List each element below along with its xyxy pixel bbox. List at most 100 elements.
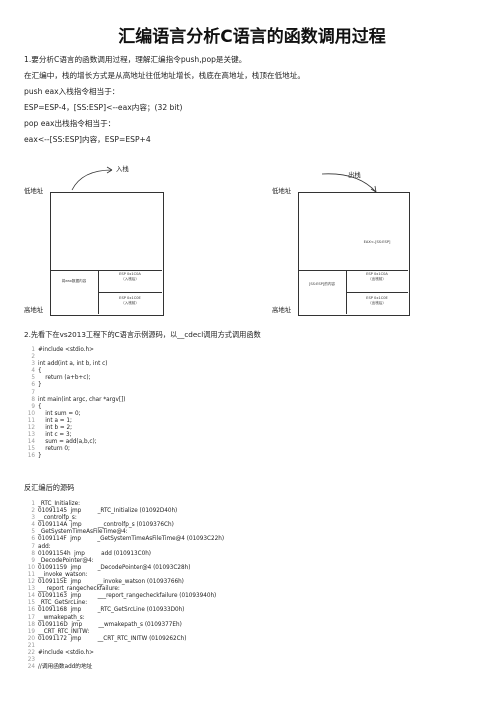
- page-title: 汇编语言分析C语言的函数调用过程: [118, 27, 386, 47]
- line-number: 1: [31, 347, 35, 353]
- line-number: 6: [31, 536, 35, 543]
- code-text: 0109115E jmp __invoke_watson (01093766h): [38, 579, 184, 586]
- line-number: 20: [27, 635, 35, 642]
- push-arrow-label: 入栈: [116, 165, 129, 173]
- intro-line-4: ESP=ESP-4，[SS:ESP]<--eax内容；(32 bit): [24, 103, 183, 112]
- line-number: 9: [31, 557, 35, 564]
- code-text: 01091145 jmp _RTC_Initialize (01092D40h): [38, 508, 178, 515]
- push-divider-low: [98, 292, 162, 293]
- code-line: 19__CRT_RTC_INITW:: [24, 629, 224, 636]
- line-number: 17: [27, 614, 35, 621]
- code-line: 14 sum = add(a,b,c);: [24, 439, 126, 446]
- push-stack-box: [50, 192, 164, 316]
- code-text: //调用函数add的地址: [38, 664, 93, 671]
- line-number: 4: [31, 368, 35, 375]
- line-number: 5: [31, 529, 35, 536]
- intro-line-2: 在汇编中，栈的增长方式是从高地址往低地址增长，栈底在高地址，栈顶在低地址。: [24, 71, 305, 80]
- pop-arrow-label: 出栈: [348, 171, 361, 179]
- code-text: 0109116D jmp __wmakepath_s (0109377Eh): [38, 621, 182, 628]
- intro-line-6: eax<--[SS:ESP]内容，ESP=ESP+4: [24, 135, 151, 144]
- code-line: 10 int sum = 0;: [24, 411, 126, 418]
- code-text: return (a+b+c);: [38, 375, 91, 382]
- push-diagram: 低地址 高地址 入栈 将eax数据内容 ESP 0x1C0A （入栈后） ESP…: [24, 160, 244, 320]
- code-text: int a = 1;: [38, 417, 72, 424]
- pop-low-address-label: 低地址: [272, 187, 292, 195]
- code-line: 15_RTC_GetSrcLine:: [24, 600, 224, 607]
- code-line: 17__wmakepath_s:: [24, 615, 224, 622]
- line-number: 7: [31, 543, 35, 550]
- push-high-address-label: 高地址: [24, 306, 44, 314]
- line-number: 12: [27, 425, 35, 432]
- line-number: 10: [27, 564, 35, 571]
- line-number: 14: [27, 439, 35, 446]
- code-line: 22#include <stdio.h>: [24, 650, 224, 657]
- line-number: 4: [31, 522, 35, 529]
- line-number: 16: [27, 453, 35, 460]
- code-text: _RTC_GetSrcLine:: [38, 600, 88, 607]
- code-text: 01091168 jmp _RTC_GetSrcLine (010933D0h): [38, 607, 185, 614]
- code-text: add:: [38, 543, 51, 550]
- code-line: 4{: [24, 368, 126, 375]
- code-line: 13 int c = 3;: [24, 432, 126, 439]
- pop-stack-box: [298, 192, 410, 316]
- code-line: 13___report_rangecheckfailure:: [24, 586, 224, 593]
- pop-diagram: 低地址 高地址 出栈 EAX<-[SS:ESP] [SS:ESP]的内容 ESP…: [262, 160, 482, 320]
- line-number: 22: [27, 649, 35, 656]
- push-low-address-label: 低地址: [24, 187, 44, 195]
- section-2-heading: 2.先看下在vs2013工程下的C语言示例源码，以__cdecl调用方式调用函数: [24, 330, 261, 339]
- line-number: 18: [27, 621, 35, 628]
- push-arrow-icon: [71, 166, 113, 191]
- code-line: 24//调用函数add的地址: [24, 664, 224, 671]
- code-line: 5 return (a+b+c);: [24, 375, 126, 382]
- code-line: 11__invoke_watson:: [24, 572, 224, 579]
- line-number: 8: [31, 396, 35, 403]
- pop-esp-old: ESP 0x1C0A （出栈前）: [366, 272, 388, 281]
- section-3-heading: 反汇编后的源码: [24, 483, 75, 492]
- line-number: 8: [31, 550, 35, 557]
- code-line: 9_DecodePointer@4:: [24, 558, 224, 565]
- code-text: _DecodePointer@4:: [38, 557, 94, 564]
- code-text: return 0;: [38, 446, 70, 453]
- code-line: 2: [24, 354, 126, 361]
- code-line: 6}: [24, 382, 126, 389]
- line-number: 6: [31, 382, 35, 389]
- code-line: 12 int b = 2;: [24, 425, 126, 432]
- pop-arrow-icon: [321, 173, 377, 193]
- line-number: 14: [27, 593, 35, 600]
- code-line: 21: [24, 643, 224, 650]
- line-number: 10: [27, 410, 35, 417]
- code-line: 5_GetSystemTimeAsFileTime@4:: [24, 529, 224, 536]
- code-text: }: [38, 453, 42, 460]
- code-line: 15 return 0;: [24, 446, 126, 453]
- code-text: _RTC_Initialize:: [38, 501, 81, 507]
- code-text: }: [38, 382, 42, 389]
- line-number: 5: [31, 375, 35, 382]
- pop-content-label: [SS:ESP]的内容: [308, 282, 336, 286]
- line-number: 16: [27, 607, 35, 614]
- line-number: 15: [27, 446, 35, 453]
- line-number: 7: [31, 389, 35, 396]
- pop-divider-mid: [298, 270, 408, 271]
- line-number: 2: [31, 354, 35, 361]
- code-text: 0109114A jmp __controlfp_s (0109376Ch): [38, 522, 174, 529]
- line-number: 13: [27, 432, 35, 439]
- code-text: sum = add(a,b,c);: [38, 439, 97, 446]
- code-text: ___report_rangecheckfailure:: [38, 586, 120, 593]
- code-text: 01091172 jmp __CRT_RTC_INITW (0109262Ch): [38, 635, 187, 642]
- code-text: __CRT_RTC_INITW:: [38, 628, 90, 635]
- code-text: int c = 3;: [38, 432, 72, 439]
- code-text: int sum = 0;: [38, 410, 81, 417]
- code-text: #include <stdio.h>: [38, 347, 94, 353]
